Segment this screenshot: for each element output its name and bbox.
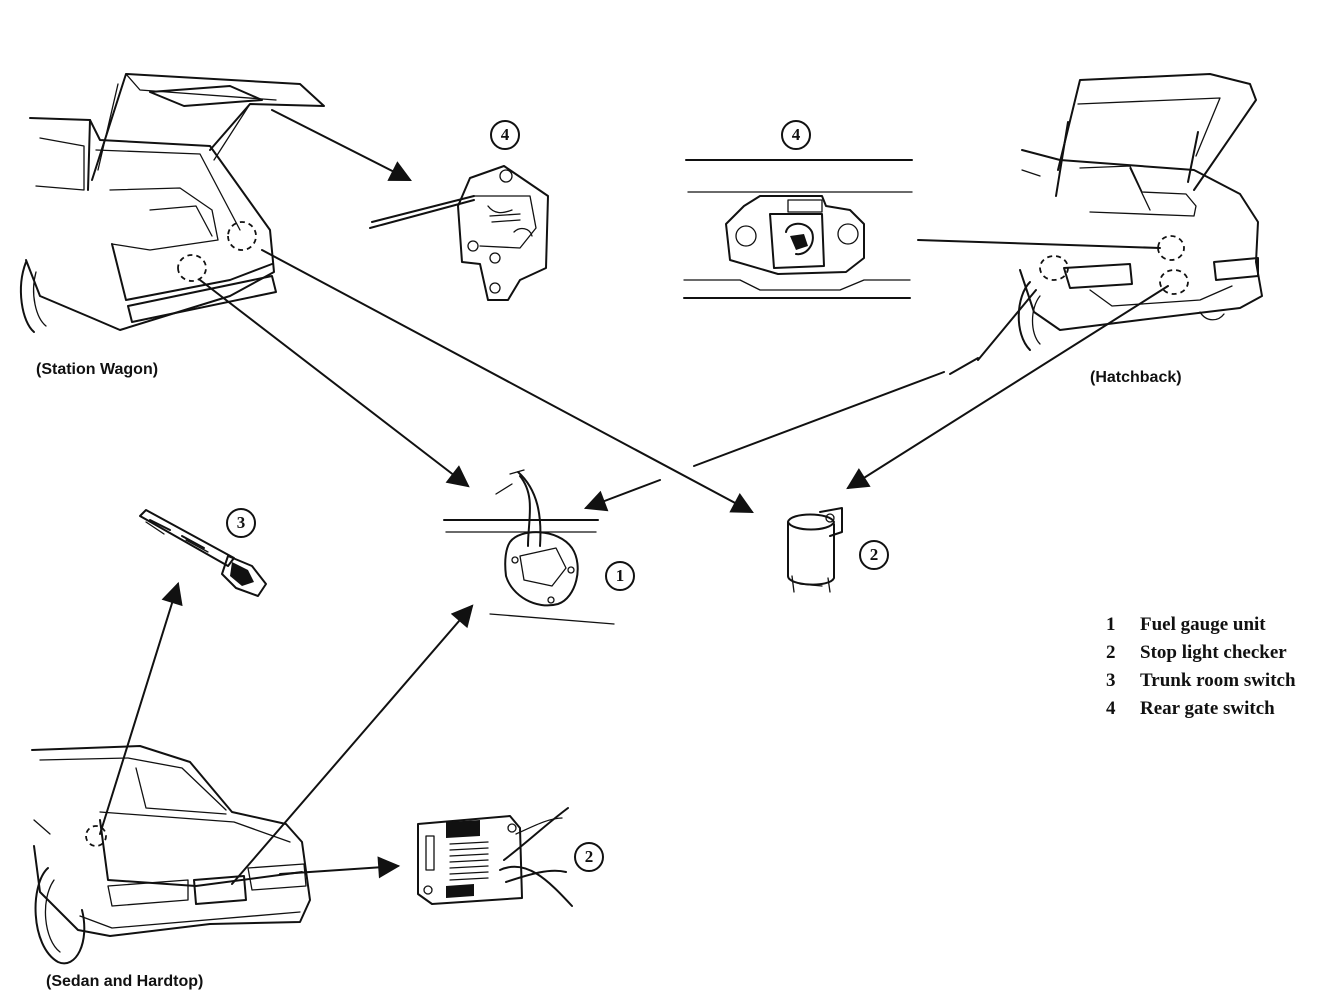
callout-stop-light-checker-board: 2: [574, 842, 604, 872]
legend-item-number: 1: [1106, 614, 1116, 635]
label-sedan-hardtop: (Sedan and Hardtop): [46, 973, 204, 990]
legend-item-number: 3: [1106, 670, 1116, 691]
hatchback-drawing: [1017, 73, 1263, 351]
callout-rear-gate-switch-hatch: 4: [781, 120, 811, 150]
legend-item-number: 2: [1106, 642, 1116, 663]
callout-fuel-gauge-unit: 1: [605, 561, 635, 591]
label-hatchback: (Hatchback): [1090, 369, 1182, 386]
trunk-room-switch-drawing: [139, 509, 267, 597]
rear-gate-switch-hatch-drawing: [683, 159, 913, 299]
sedan-drawing: [31, 745, 311, 965]
legend-item: 3 Trunk room switch: [1106, 670, 1296, 698]
legend-item: 4 Rear gate switch: [1106, 698, 1296, 726]
station-wagon-drawing: [19, 73, 325, 333]
legend-item-text: Stop light checker: [1140, 642, 1287, 663]
legend-item-text: Rear gate switch: [1140, 698, 1275, 719]
stop-light-checker-board-drawing: [417, 807, 573, 907]
rear-gate-switch-wagon-drawing: [369, 165, 549, 301]
fuel-gauge-unit-drawing: [443, 469, 615, 625]
legend: 1 Fuel gauge unit 2 Stop light checker 3 Tr…: [1106, 614, 1296, 726]
legend-item-text: Fuel gauge unit: [1140, 614, 1266, 635]
legend-item: 1 Fuel gauge unit: [1106, 614, 1296, 642]
label-station-wagon: (Station Wagon): [36, 361, 159, 378]
arrows: [99, 109, 1169, 885]
callout-rear-gate-switch-wagon: 4: [490, 120, 520, 150]
legend-item-number: 4: [1106, 698, 1116, 719]
callout-trunk-room-switch: 3: [226, 508, 256, 538]
legend-item-text: Trunk room switch: [1140, 670, 1296, 691]
callout-stop-light-checker-round: 2: [859, 540, 889, 570]
stop-light-checker-round-drawing: [787, 507, 843, 593]
legend-item: 2 Stop light checker: [1106, 642, 1296, 670]
